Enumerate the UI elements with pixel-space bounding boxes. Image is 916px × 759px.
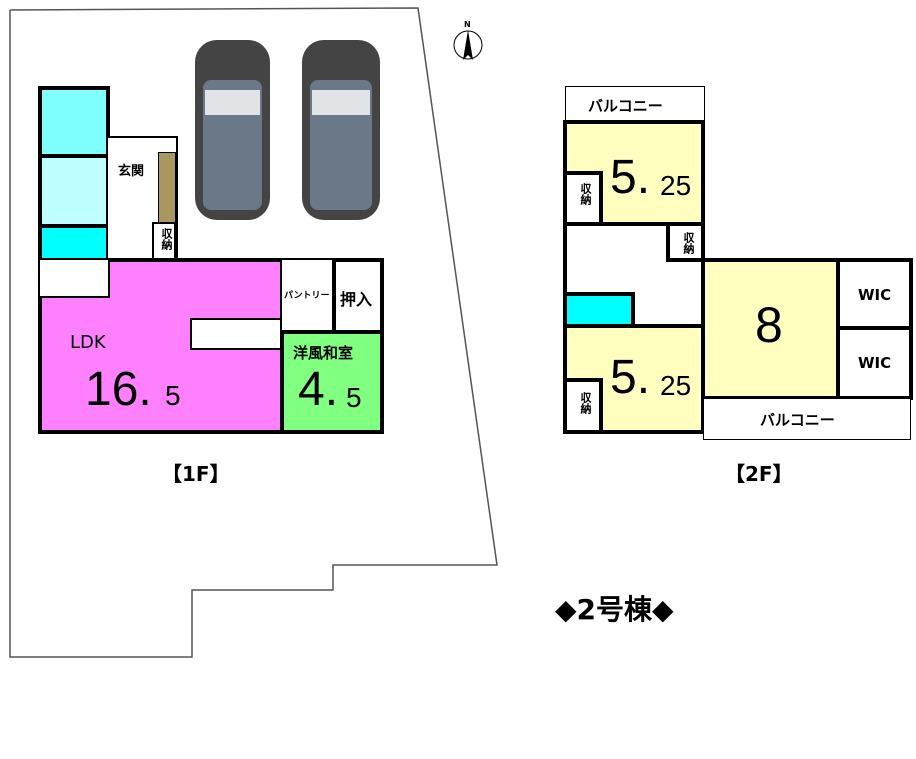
car-icon <box>302 40 380 220</box>
washitsu-label: 洋風和室 <box>293 344 354 362</box>
bedroom-top-size: 5. <box>610 151 651 204</box>
wic-2: WIC <box>836 326 913 400</box>
storage-top: 収納 <box>563 171 603 226</box>
storage-bottom: 収納 <box>563 378 603 434</box>
car-icon <box>195 40 270 220</box>
storage-hall: 収納 <box>666 222 705 262</box>
building-title: ◆2号棟◆ <box>555 593 674 626</box>
washitsu-room <box>280 330 384 434</box>
bathroom <box>38 86 110 158</box>
wic-1: WIC <box>836 258 913 330</box>
toilet-2f <box>563 292 635 328</box>
storage-1f: 収納 <box>152 222 176 262</box>
balcony-bottom: バルコニー <box>703 398 911 440</box>
stairs <box>38 258 110 298</box>
washroom <box>38 154 110 228</box>
floor1-label: 【1F】 <box>162 462 230 486</box>
bedroom-bottom-size-decimal: 25 <box>660 370 692 401</box>
ldk-size: 16. <box>85 363 152 416</box>
washitsu-size: 4. <box>298 363 339 416</box>
bedroom-top-size-decimal: 25 <box>660 170 692 201</box>
closet: 押入 <box>332 258 384 334</box>
floor2-label: 【2F】 <box>725 462 793 486</box>
entrance-label: 玄関 <box>118 164 145 179</box>
north-label: N <box>464 20 471 29</box>
ldk-size-decimal: 5 <box>165 380 181 411</box>
bedroom-bottom-size: 5. <box>610 351 651 404</box>
ldk-label: LDK <box>70 332 106 353</box>
washitsu-size-decimal: 5 <box>346 382 362 413</box>
master-size: 8 <box>755 297 783 353</box>
kitchen-counter <box>190 318 284 350</box>
balcony-top: バルコニー <box>565 86 705 124</box>
toilet <box>38 224 110 262</box>
north-compass-icon <box>453 30 483 60</box>
shoe-cabinet <box>158 152 176 224</box>
pantry: パントリー <box>280 258 336 334</box>
